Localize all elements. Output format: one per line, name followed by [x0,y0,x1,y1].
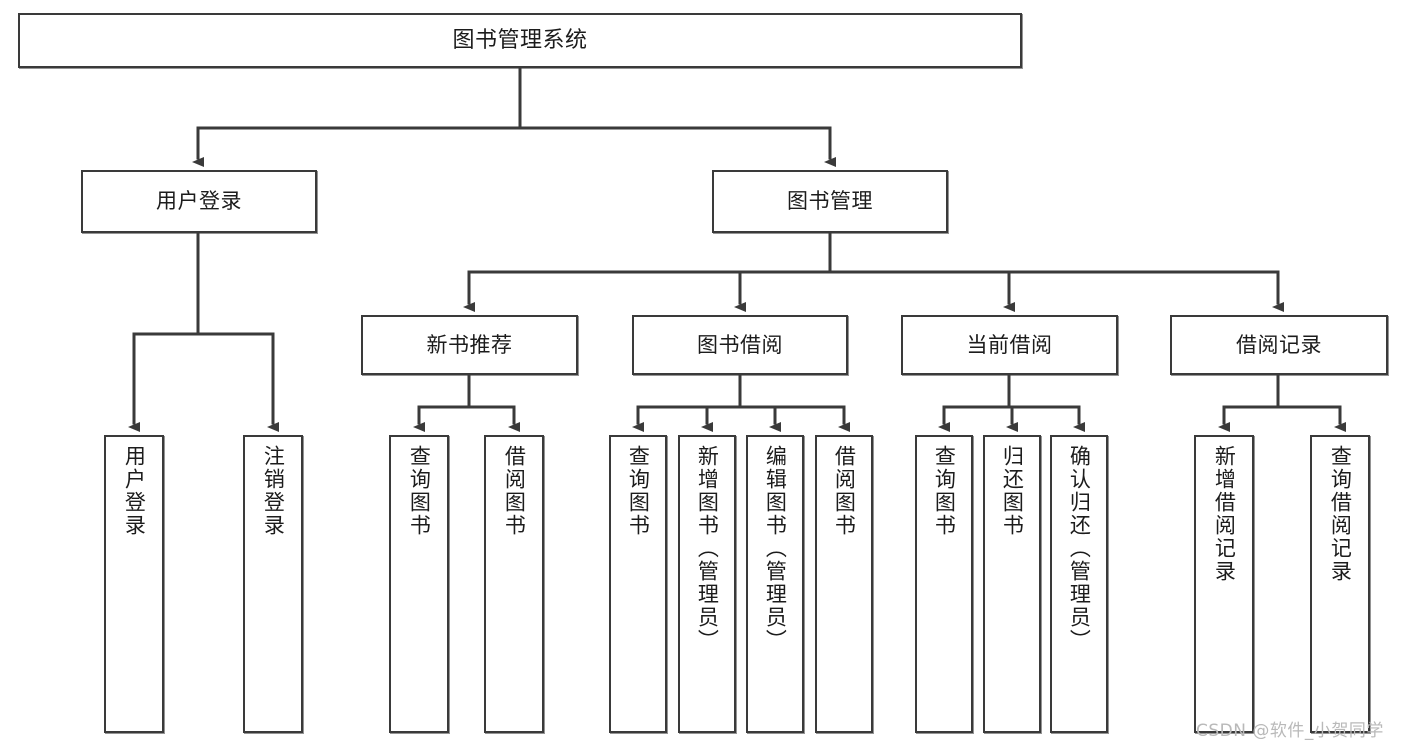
node-leaf-confirm-return-label: 确认归还（管理员） [1067,445,1092,652]
node-leaf-query-book-borrow[interactable]: 查询图书 [609,435,667,733]
node-user-login-label: 用户登录 [156,189,242,214]
node-leaf-edit-book-label: 编辑图书（管理员） [763,445,788,652]
node-leaf-query-book-rec-label: 查询图书 [407,445,432,537]
node-leaf-add-record[interactable]: 新增借阅记录 [1194,435,1254,733]
node-book-manage[interactable]: 图书管理 [712,170,948,233]
node-user-login[interactable]: 用户登录 [81,170,317,233]
node-new-book-recommend[interactable]: 新书推荐 [361,315,578,375]
node-root-label: 图书管理系统 [452,27,588,53]
node-book-manage-label: 图书管理 [787,189,873,214]
node-new-book-recommend-label: 新书推荐 [426,332,513,357]
node-leaf-borrow-book-label: 借阅图书 [832,445,857,537]
node-leaf-query-record[interactable]: 查询借阅记录 [1310,435,1370,733]
node-current-borrow-label: 当前借阅 [966,332,1053,357]
node-borrow-record[interactable]: 借阅记录 [1170,315,1388,375]
node-book-borrow-label: 图书借阅 [697,332,783,357]
node-leaf-return-book-label: 归还图书 [1000,445,1025,537]
node-leaf-logout[interactable]: 注销登录 [243,435,303,733]
node-leaf-add-book-label: 新增图书（管理员） [695,445,720,652]
node-borrow-record-label: 借阅记录 [1236,332,1322,357]
node-leaf-query-book-cur[interactable]: 查询图书 [915,435,973,733]
node-leaf-borrow-book[interactable]: 借阅图书 [815,435,873,733]
node-leaf-user-login-label: 用户登录 [122,445,147,537]
node-leaf-borrow-book-rec[interactable]: 借阅图书 [484,435,544,733]
node-leaf-borrow-book-rec-label: 借阅图书 [502,445,527,537]
node-book-borrow[interactable]: 图书借阅 [632,315,848,375]
node-leaf-confirm-return[interactable]: 确认归还（管理员） [1050,435,1108,733]
node-root[interactable]: 图书管理系统 [18,13,1022,68]
node-leaf-logout-label: 注销登录 [261,445,286,537]
node-leaf-query-book-cur-label: 查询图书 [932,445,957,537]
node-current-borrow[interactable]: 当前借阅 [901,315,1118,375]
node-leaf-add-record-label: 新增借阅记录 [1212,445,1237,583]
csdn-watermark: CSDN @软件_小贺同学 [1196,721,1384,741]
node-leaf-query-book-rec[interactable]: 查询图书 [389,435,449,733]
node-leaf-add-book[interactable]: 新增图书（管理员） [678,435,736,733]
node-leaf-edit-book[interactable]: 编辑图书（管理员） [746,435,804,733]
node-leaf-user-login[interactable]: 用户登录 [104,435,164,733]
node-leaf-query-record-label: 查询借阅记录 [1328,445,1353,583]
node-leaf-return-book[interactable]: 归还图书 [983,435,1041,733]
node-leaf-query-book-borrow-label: 查询图书 [626,445,651,537]
